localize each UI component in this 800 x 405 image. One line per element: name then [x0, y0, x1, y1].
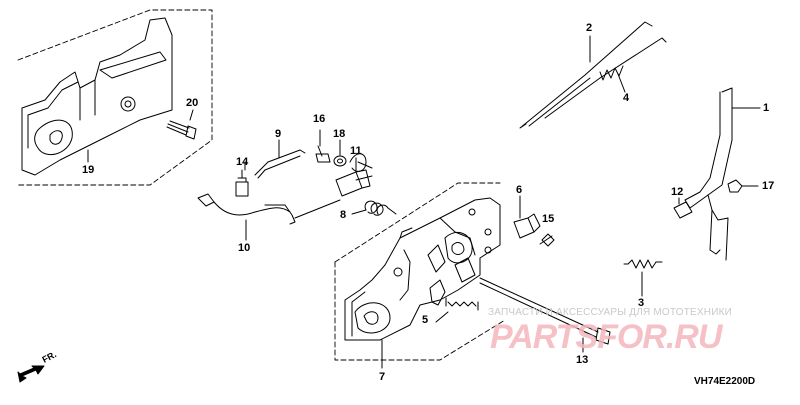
rod-4: [544, 37, 667, 119]
bolt-13: [479, 277, 611, 353]
cable-10: [197, 193, 341, 241]
rod-2: [519, 21, 653, 129]
part-label-2: 2: [586, 22, 593, 34]
part-label-8: 8: [340, 209, 347, 221]
bracket-6: [513, 195, 541, 239]
part-label-14: 14: [236, 156, 249, 168]
part-label-1: 1: [763, 102, 770, 114]
rod-9: [254, 139, 306, 179]
spring-5: [435, 297, 479, 323]
bolt-20: [166, 109, 197, 140]
watermark-logo: PARTSFOR.RU: [490, 318, 722, 356]
spring-3: [623, 259, 663, 297]
part-label-13: 13: [576, 354, 589, 366]
part-label-10: 10: [238, 242, 251, 254]
part-label-19: 19: [82, 164, 95, 176]
control-plate-7: [344, 197, 501, 369]
part-label-12: 12: [671, 186, 684, 198]
part-label-15: 15: [542, 213, 555, 225]
part-label-16: 16: [313, 113, 326, 125]
cap-12: [673, 197, 693, 219]
cover-plate-19: [21, 17, 173, 176]
part-label-20: 20: [186, 97, 199, 109]
part-label-6: 6: [516, 184, 523, 196]
part-label-4: 4: [623, 92, 630, 104]
arm-1: [684, 87, 761, 261]
group-boundary-7: [334, 182, 506, 361]
nut-17: [727, 179, 759, 193]
part-label-11: 11: [350, 145, 362, 157]
bolt-16: [315, 129, 331, 163]
part-label-18: 18: [333, 128, 346, 140]
part-label-9: 9: [275, 128, 282, 140]
washer-18: [333, 139, 347, 167]
bolt-15: [539, 233, 555, 247]
clip-14: [235, 169, 249, 197]
group-boundary-19: [17, 9, 213, 186]
part-label-17: 17: [762, 180, 775, 192]
watermark-tagline: ЗАПЧАСТИ И АКСЕССУАРЫ ДЛЯ МОТОТЕХНИКИ: [488, 307, 733, 318]
drawing-code: VH74E2200D: [694, 376, 756, 387]
part-label-5: 5: [422, 314, 429, 326]
spring-8: [351, 200, 397, 216]
part-label-3: 3: [638, 297, 645, 309]
part-label-7: 7: [379, 371, 386, 383]
cable-stop-block: [335, 169, 373, 197]
front-direction-arrow: [17, 365, 45, 383]
